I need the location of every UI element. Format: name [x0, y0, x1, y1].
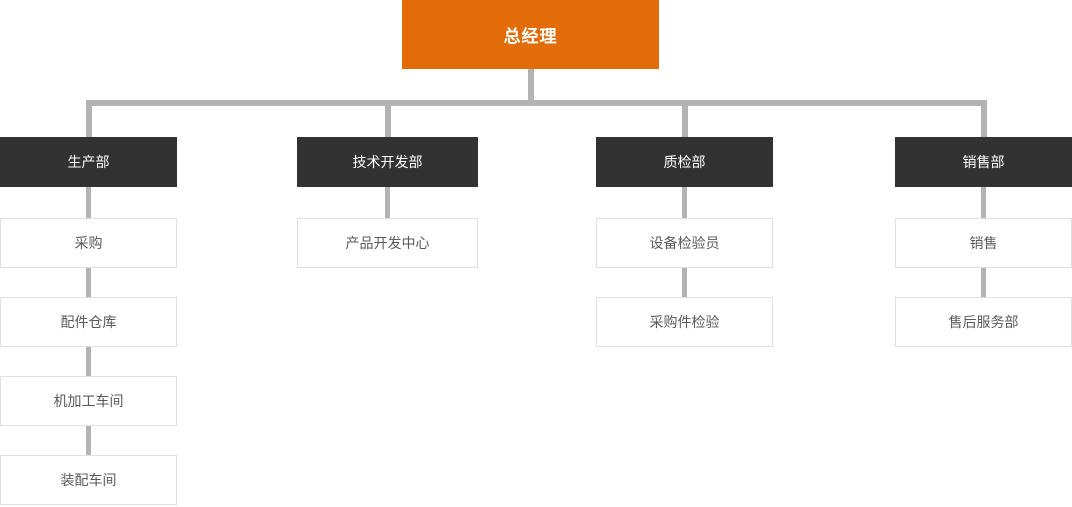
org-node-dept-sales[interactable]: 销售部	[895, 137, 1072, 187]
connector-drop-sales	[981, 106, 987, 137]
org-node-assembly-workshop[interactable]: 装配车间	[0, 455, 177, 505]
leaf-label: 机加工车间	[53, 393, 124, 409]
org-node-dept-production[interactable]: 生产部	[0, 137, 177, 187]
leaf-label: 设备检验员	[649, 235, 720, 251]
org-node-dept-quality[interactable]: 质检部	[596, 137, 773, 187]
connector-drop-quality	[682, 106, 688, 137]
connector-stem	[86, 426, 91, 455]
org-node-dept-tech[interactable]: 技术开发部	[297, 137, 478, 187]
org-node-purchasing[interactable]: 采购	[0, 218, 177, 268]
leaf-label: 产品开发中心	[345, 235, 430, 251]
connector-drop-production	[86, 106, 92, 137]
org-node-machining-workshop[interactable]: 机加工车间	[0, 376, 177, 426]
connector-stem	[385, 187, 390, 218]
connector-stem	[86, 347, 91, 376]
connector-root-stem	[528, 69, 534, 100]
dept-label: 销售部	[962, 154, 1005, 170]
connector-stem	[86, 187, 91, 218]
org-node-purchased-parts-inspection[interactable]: 采购件检验	[596, 297, 773, 347]
dept-label: 质检部	[663, 154, 706, 170]
connector-stem	[682, 268, 687, 297]
leaf-label: 装配车间	[60, 472, 117, 488]
org-node-sales[interactable]: 销售	[895, 218, 1072, 268]
org-node-product-dev-center[interactable]: 产品开发中心	[297, 218, 478, 268]
org-node-after-sales-service[interactable]: 售后服务部	[895, 297, 1072, 347]
leaf-label: 采购件检验	[649, 314, 720, 330]
dept-label: 技术开发部	[352, 154, 423, 170]
dept-label: 生产部	[67, 154, 110, 170]
connector-stem	[682, 187, 687, 218]
connector-horizontal-bar	[86, 100, 987, 106]
leaf-label: 销售	[969, 235, 998, 251]
org-node-root-label: 总经理	[503, 27, 558, 46]
org-node-root[interactable]: 总经理	[402, 0, 659, 69]
org-node-equipment-inspector[interactable]: 设备检验员	[596, 218, 773, 268]
leaf-label: 配件仓库	[60, 314, 117, 330]
leaf-label: 采购	[74, 235, 103, 251]
connector-drop-tech	[385, 106, 391, 137]
connector-stem	[86, 268, 91, 297]
leaf-label: 售后服务部	[948, 314, 1019, 330]
connector-stem	[981, 268, 986, 297]
org-node-parts-warehouse[interactable]: 配件仓库	[0, 297, 177, 347]
connector-stem	[981, 187, 986, 218]
